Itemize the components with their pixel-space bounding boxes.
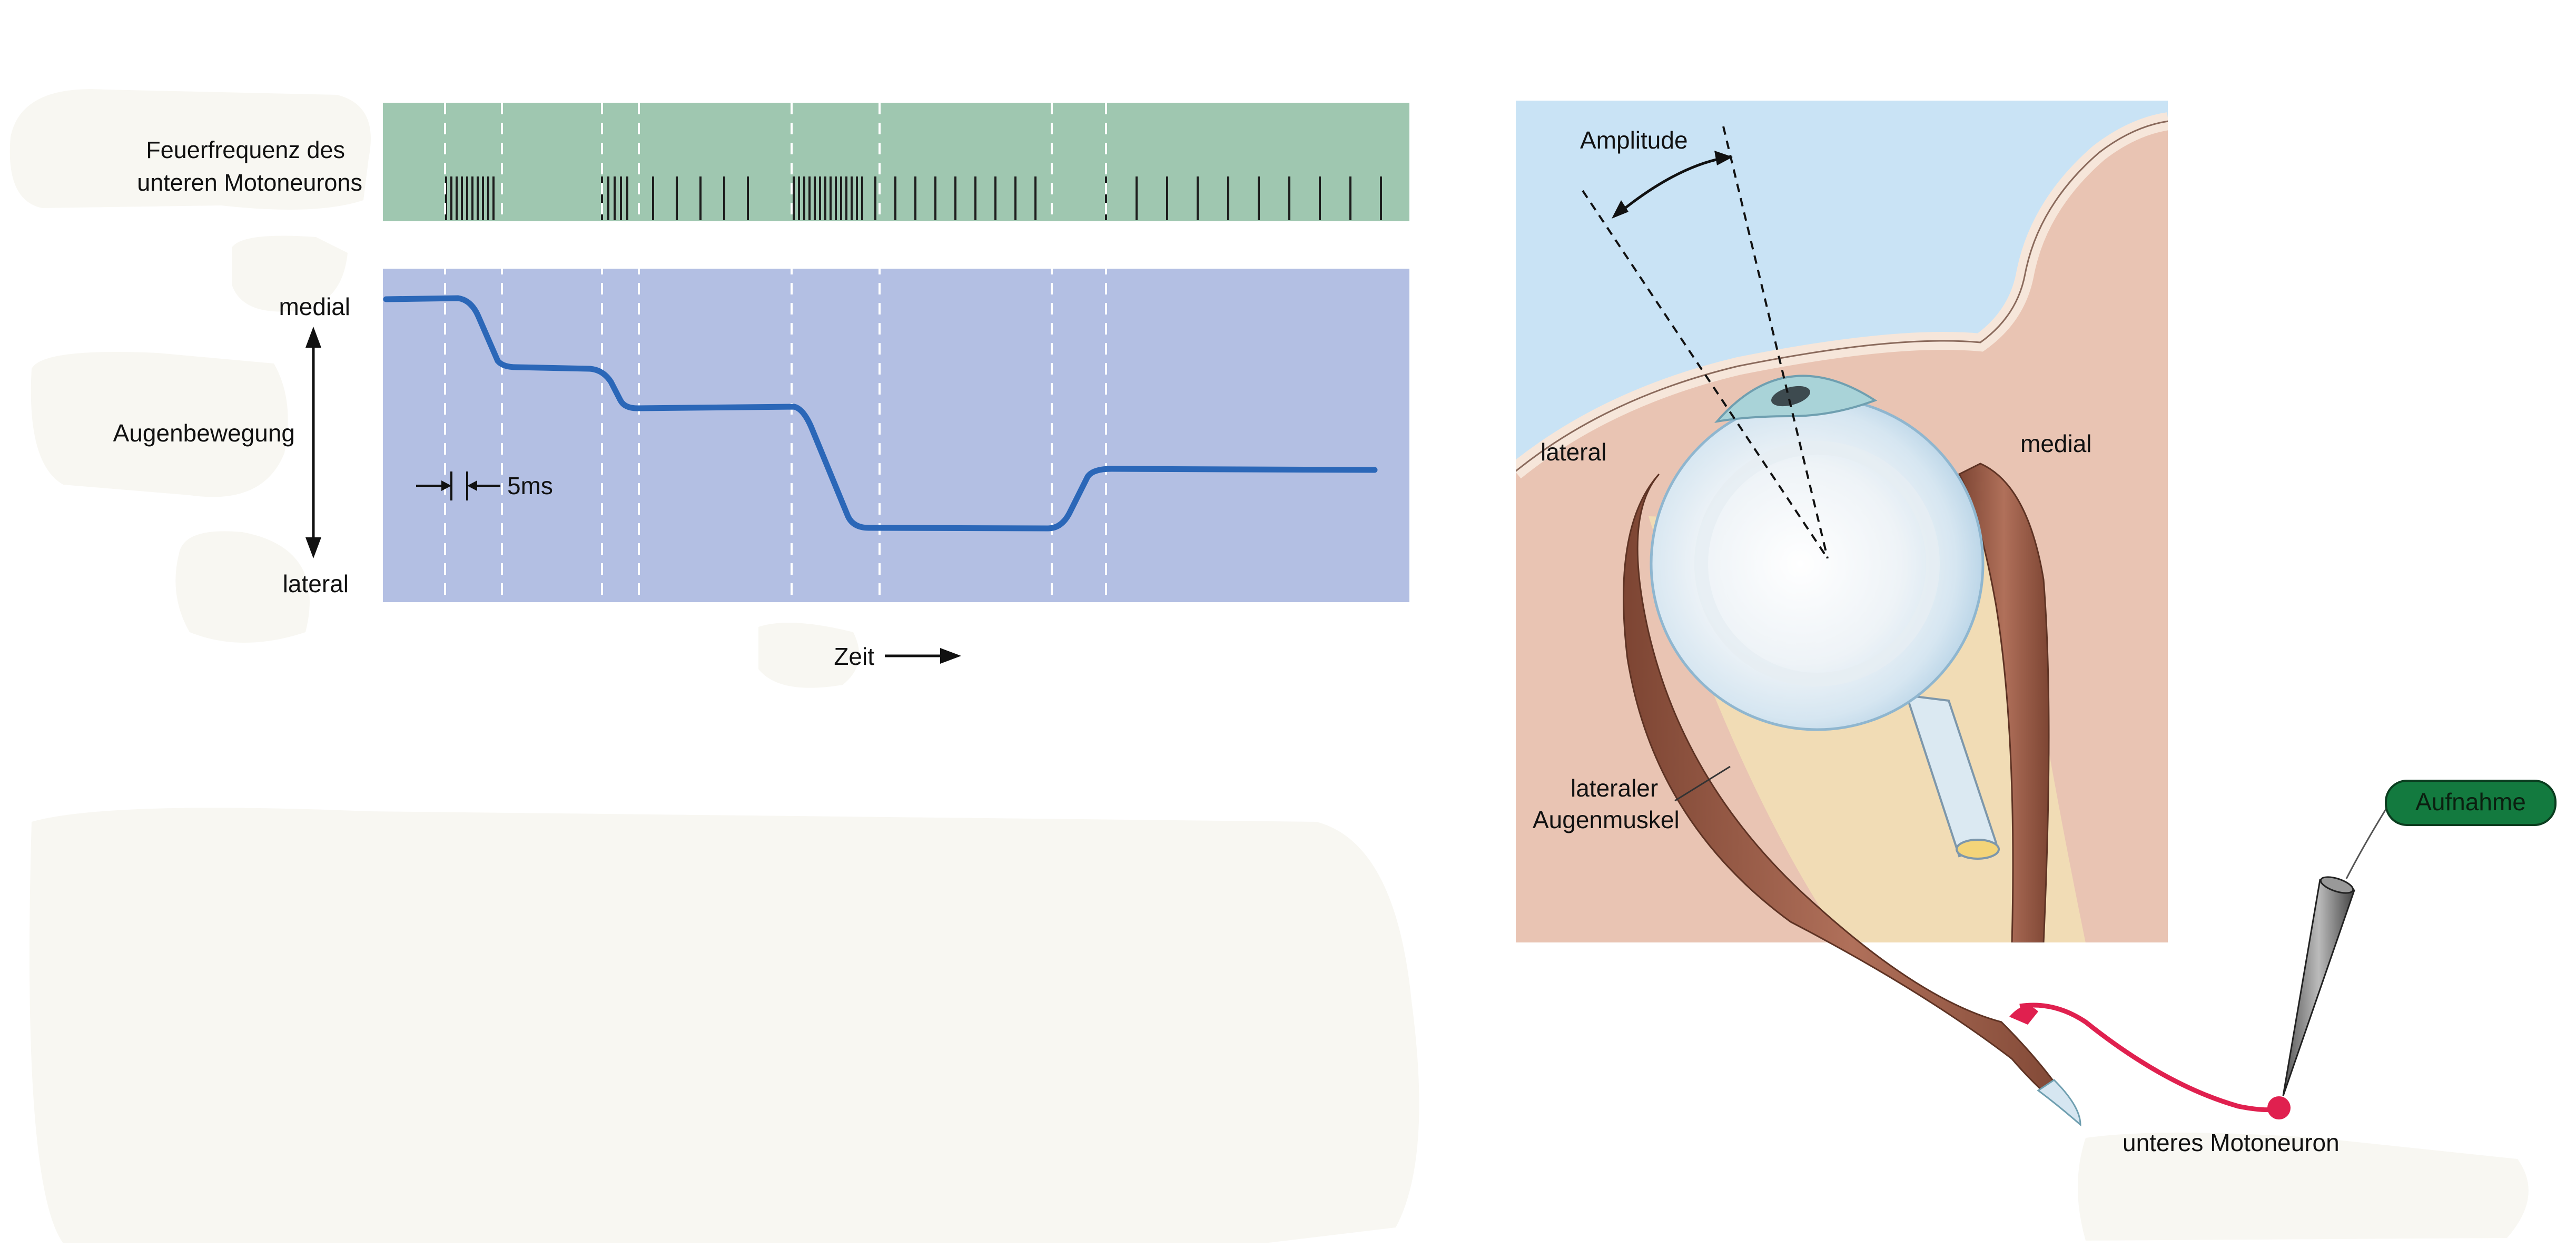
vertical-direction-arrow — [305, 327, 321, 558]
time-label: Zeit — [834, 643, 874, 670]
background-blotches — [9, 89, 2529, 1243]
eye-medial-label: medial — [2020, 430, 2092, 457]
recording-label: Aufnahme — [2415, 788, 2526, 815]
eye-movement-label: Augenbewegung — [113, 419, 295, 447]
time-scale-label: 5ms — [507, 472, 553, 499]
lateral-axis-label: lateral — [283, 570, 349, 597]
eye-lateral-label: lateral — [1541, 438, 1606, 466]
amplitude-label: Amplitude — [1580, 126, 1688, 154]
time-scale-marker — [416, 471, 500, 500]
motoneuron-label: unteres Motoneuron — [2123, 1129, 2340, 1156]
time-marker-lines — [444, 103, 1107, 602]
eye-position-trace — [383, 295, 1378, 532]
firing-rate-label-line2: unteren Motoneurons — [137, 169, 362, 196]
recording-electrode — [2282, 800, 2392, 1096]
spike-train — [445, 176, 1382, 220]
recording-badge — [2385, 780, 2557, 826]
eye-movement-band — [383, 269, 1409, 602]
lateral-muscle-label-line2: Augenmuskel — [1533, 806, 1680, 833]
motoneuron-nerve — [2009, 1003, 2278, 1113]
motoneuron-cell-body — [2267, 1096, 2291, 1119]
medial-axis-label: medial — [279, 293, 350, 320]
time-arrow — [885, 648, 961, 664]
firing-rate-label-line1: Feuerfrequenz des — [146, 136, 345, 163]
eye-illustration — [1515, 100, 2169, 1127]
lateral-muscle-label-line1: lateraler — [1571, 774, 1658, 802]
